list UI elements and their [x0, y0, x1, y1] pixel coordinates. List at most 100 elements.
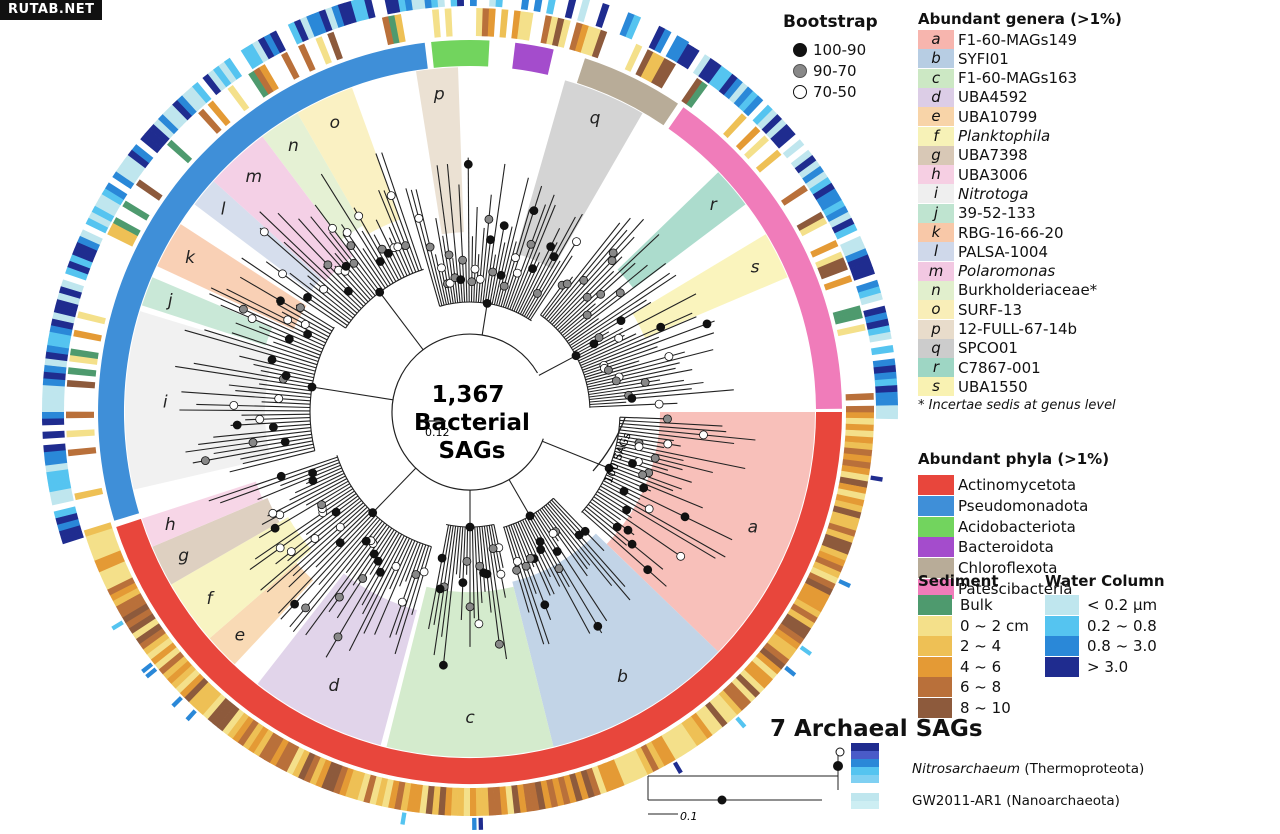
sediment-bar — [320, 761, 338, 790]
sediment-swatch — [918, 677, 952, 697]
genus-swatch: b — [918, 49, 954, 69]
water-bar — [799, 645, 812, 656]
bootstrap-node — [574, 530, 584, 540]
tree-branch — [551, 499, 581, 532]
water-bar — [77, 235, 101, 251]
tree-branch — [428, 524, 450, 630]
bootstrap-node — [614, 333, 624, 343]
tree-branch — [505, 526, 545, 645]
genus-name: C7867-001 — [958, 358, 1041, 377]
bootstrap-item: 90-70 — [793, 61, 857, 81]
bootstrap-node — [333, 632, 343, 642]
water-bar — [48, 481, 72, 493]
sediment-bar — [810, 566, 839, 585]
bootstrap-node — [623, 525, 633, 535]
tree-branch — [292, 506, 368, 577]
sediment-bar — [326, 763, 343, 793]
tree-branch — [411, 546, 432, 616]
sediment-bar — [202, 693, 226, 720]
bootstrap-node — [554, 564, 564, 573]
genus-letter: j — [166, 291, 173, 311]
water-bar — [312, 11, 327, 35]
sediment-bar — [438, 786, 447, 816]
archaea-water-cell-4 — [851, 767, 879, 775]
bootstrap-node — [438, 660, 448, 670]
bootstrap-node — [482, 298, 492, 308]
water-bar — [718, 73, 738, 96]
bootstrap-node — [307, 382, 317, 392]
bootstrap-node — [634, 442, 644, 452]
water-bar — [293, 19, 310, 42]
sediment-bar — [275, 741, 295, 769]
tree-branch — [558, 262, 636, 333]
bootstrap-node — [521, 561, 531, 571]
sediment-bar — [109, 582, 138, 601]
bootstrap-node — [323, 260, 333, 270]
tree-branch — [442, 526, 459, 667]
bootstrap-node — [488, 544, 498, 553]
bootstrap-node — [308, 476, 318, 486]
water-label: 0.8 ~ 3.0 — [1087, 637, 1157, 655]
bootstrap-node — [611, 376, 621, 386]
tree-branch — [587, 367, 676, 388]
bootstrap-node — [612, 522, 622, 532]
bootstrap-node — [513, 557, 522, 566]
sediment-bar — [685, 716, 708, 743]
sediment-bar — [493, 786, 502, 816]
tree-branch — [278, 513, 374, 614]
archaea-water-cell-7 — [851, 801, 879, 809]
tree-branch — [589, 388, 692, 401]
genus-swatch: s — [918, 377, 954, 397]
sediment-bar — [557, 19, 571, 48]
water-bar — [98, 193, 121, 211]
sediment-bar — [739, 669, 765, 694]
sediment-bar — [74, 487, 104, 501]
tree-branch — [619, 426, 756, 441]
bootstrap-node — [397, 597, 407, 607]
bootstrap-node — [283, 315, 293, 325]
tree-branch — [483, 526, 501, 647]
phylum-ring-segment — [512, 42, 554, 75]
tree-branch — [521, 216, 576, 316]
water-legend-item: > 3.0 — [1045, 656, 1128, 677]
tree-branch — [363, 538, 410, 634]
bootstrap-node — [702, 319, 712, 329]
sediment-bar — [845, 423, 874, 432]
sediment-bar — [597, 763, 613, 793]
sediment-bar — [793, 598, 821, 618]
water-bar — [404, 0, 414, 11]
sediment-bar — [722, 686, 747, 711]
sediment-bar — [666, 729, 687, 757]
tree-branch — [391, 333, 544, 491]
bootstrap-node — [368, 508, 378, 518]
phylum-name: Acidobacteriota — [958, 517, 1076, 536]
genus-swatch: h — [918, 165, 954, 185]
sediment-bar — [629, 749, 648, 778]
phylum-name: Chloroflexota — [958, 559, 1058, 578]
sediment-bar — [528, 782, 540, 812]
sediment-bar — [799, 587, 827, 607]
water-bar — [88, 211, 112, 228]
bootstrap-node — [238, 304, 248, 314]
water-bar — [43, 371, 66, 381]
bootstrap-node — [589, 339, 599, 349]
water-bar — [852, 267, 875, 281]
watermark: RUTAB.NET — [0, 0, 103, 20]
water-bar — [52, 311, 76, 324]
sediment-bar — [804, 577, 833, 596]
bootstrap-node — [290, 599, 300, 609]
tree-branch — [196, 403, 311, 409]
tree-branch — [175, 365, 312, 389]
sediment-bar — [619, 754, 637, 783]
water-bar — [344, 0, 358, 24]
bootstrap-nodes — [200, 159, 712, 670]
sediment-bar — [291, 749, 310, 778]
water-bar — [252, 40, 270, 63]
bootstrap-node — [619, 486, 629, 496]
tree-branch — [394, 545, 430, 655]
sediment-bar — [759, 647, 786, 670]
